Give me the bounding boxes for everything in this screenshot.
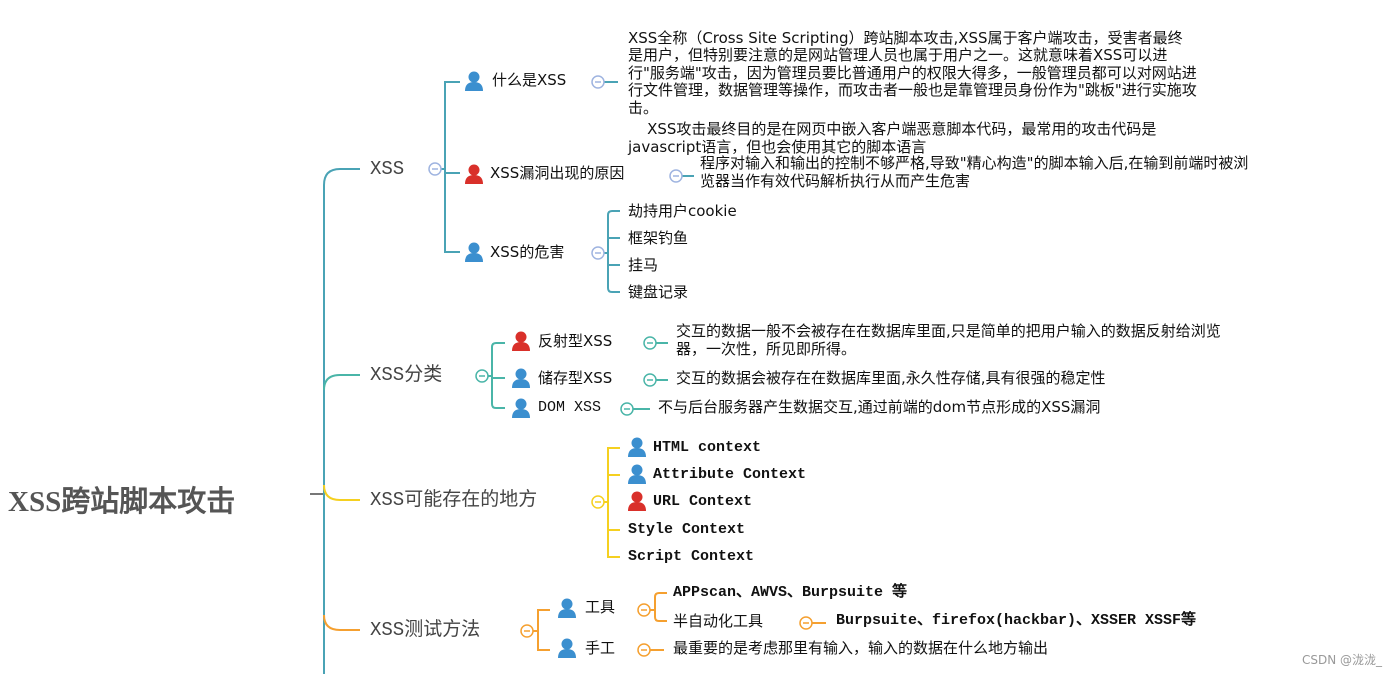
- topic-xss-harm[interactable]: XSS的危害: [490, 243, 565, 261]
- user-icon: [465, 71, 483, 91]
- topic-xss-testing[interactable]: XSS测试方法: [370, 619, 481, 641]
- manual-desc: 最重要的是考虑那里有输入，输入的数据在什么地方输出: [673, 639, 1049, 657]
- user-icon-red: [465, 164, 483, 184]
- desc-line: 行文件管理，数据管理等操作，而攻击者一般也是靠管理员身份作为"跳板"进行实施攻: [628, 81, 1197, 99]
- user-icon: [465, 242, 483, 262]
- semi-auto-tools-desc: Burpsuite、firefox(hackbar)、XSSER XSSF等: [836, 612, 1197, 629]
- topic-xss-types[interactable]: XSS分类: [370, 364, 443, 386]
- collapse-toggle: [428, 162, 442, 176]
- desc-line: 是用户，但特别要注意的是网站管理人员也属于用户之一。这就意味着XSS可以进: [628, 46, 1168, 64]
- topic-manual[interactable]: 手工: [585, 639, 616, 657]
- desc-line: 程序对输入和输出的控制不够严格,导致"精心构造"的脚本输入后,在输到前端时被浏: [700, 154, 1249, 172]
- user-icon: [628, 437, 646, 457]
- scanner-tools: APPscan、AWVS、Burpsuite 等: [673, 584, 908, 601]
- topic-dom-xss[interactable]: DOM XSS: [538, 399, 602, 416]
- context-item[interactable]: URL Context: [653, 493, 753, 510]
- context-item[interactable]: Style Context: [628, 521, 746, 538]
- topic-xss-cause[interactable]: XSS漏洞出现的原因: [490, 164, 625, 182]
- topic-xss[interactable]: XSS: [370, 158, 405, 180]
- topic-stored-xss[interactable]: 储存型XSS: [538, 369, 613, 387]
- user-icon: [558, 638, 576, 658]
- stored-xss-desc: 交互的数据会被存在在数据库里面,永久性存储,具有很强的稳定性: [676, 369, 1106, 387]
- topic-semi-auto-tools[interactable]: 半自动化工具: [673, 612, 764, 630]
- harm-item[interactable]: 挂马: [628, 256, 659, 274]
- user-icon: [512, 398, 530, 418]
- desc-line: XSS全称（Cross Site Scripting）跨站脚本攻击,XSS属于客…: [628, 28, 1183, 47]
- harm-item[interactable]: 框架钓鱼: [628, 229, 689, 247]
- reflected-xss-desc: 交互的数据一般不会被存在在数据库里面,只是简单的把用户输入的数据反射给浏览器，一…: [676, 322, 1221, 358]
- watermark: CSDN @泷泷_: [1301, 653, 1382, 667]
- topic-tools[interactable]: 工具: [585, 598, 616, 616]
- desc-line: 行"服务端"攻击，因为管理员要比普通用户的权限大得多，一般管理员都可以对网站进: [628, 63, 1197, 82]
- user-icon: [558, 598, 576, 618]
- user-icon-red: [512, 331, 530, 351]
- desc-line: 览器当作有效代码解析执行从而产生危害: [700, 171, 971, 190]
- user-icon: [512, 368, 530, 388]
- desc-line: XSS攻击最终目的是在网页中嵌入客户端恶意脚本代码，最常用的攻击代码是: [628, 120, 1157, 138]
- user-icon: [628, 464, 646, 484]
- desc-line: 器，一次性，所见即所得。: [676, 339, 857, 358]
- root-topic[interactable]: XSS跨站脚本攻击: [8, 486, 236, 518]
- dom-xss-desc: 不与后台服务器产生数据交互,通过前端的dom节点形成的XSS漏洞: [658, 398, 1101, 416]
- topic-xss-locations[interactable]: XSS可能存在的地方: [370, 489, 538, 511]
- what-is-xss-desc: XSS全称（Cross Site Scripting）跨站脚本攻击,XSS属于客…: [628, 12, 1197, 156]
- context-item[interactable]: HTML context: [653, 439, 762, 456]
- desc-line: 击。: [628, 98, 659, 117]
- user-icon-red: [628, 491, 646, 511]
- desc-line: 交互的数据一般不会被存在在数据库里面,只是简单的把用户输入的数据反射给浏览: [676, 322, 1221, 340]
- topic-what-is-xss[interactable]: 什么是XSS: [492, 71, 567, 89]
- context-item[interactable]: Script Context: [628, 548, 755, 565]
- xss-cause-desc: 程序对输入和输出的控制不够严格,导致"精心构造"的脚本输入后,在输到前端时被浏览…: [700, 154, 1249, 190]
- harm-item[interactable]: 劫持用户cookie: [628, 202, 737, 220]
- topic-reflected-xss[interactable]: 反射型XSS: [538, 332, 613, 350]
- context-item[interactable]: Attribute Context: [653, 466, 807, 483]
- harm-item[interactable]: 键盘记录: [628, 283, 689, 301]
- desc-line: javascript语言，但也会使用其它的脚本语言: [628, 137, 927, 156]
